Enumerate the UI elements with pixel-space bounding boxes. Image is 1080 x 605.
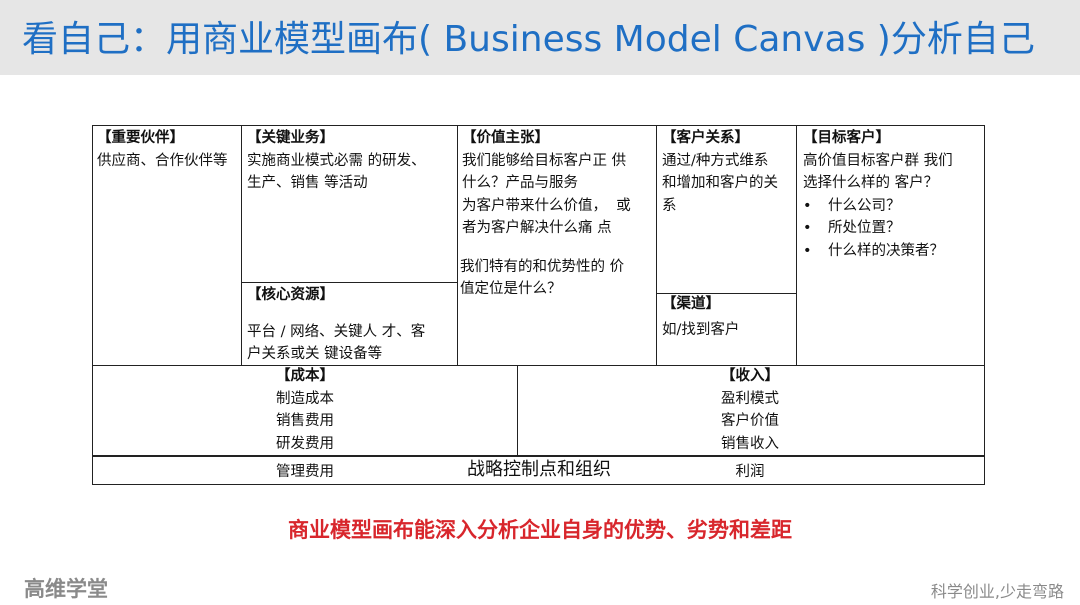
channels-cell: 【渠道】 如/找到客户	[662, 293, 795, 341]
revenue-item-3: 销售收入	[721, 435, 779, 452]
divider-value-relationships	[656, 125, 657, 365]
strategy-band-top	[92, 455, 985, 457]
tagline: 商业模型画布能深入分析企业自身的优势、劣势和差距	[288, 518, 792, 542]
brand-logo-text: 高维学堂	[24, 577, 108, 601]
segments-title: 【目标客户】	[803, 130, 890, 146]
value-line-3: 为客户带来什么价值， 或	[462, 197, 631, 214]
value-line-2: 什么？产品与服务	[462, 175, 578, 191]
segments-bullets: 什么公司？ 所处位置？ 什么样的决策者？	[803, 195, 981, 263]
value-line-4: 者为客户解决什么痛 点	[462, 220, 612, 236]
strategy-label: 战略控制点和组织	[467, 459, 611, 480]
divider-activities-value	[457, 125, 458, 365]
relationships-line-2: 和增加和客户的关	[662, 175, 778, 191]
canvas-border-bottom	[92, 484, 985, 485]
revenue-item-4: 利润	[735, 464, 765, 480]
partners-body: 供应商、合作伙伴等	[97, 152, 228, 169]
revenue-item-2: 客户价值	[721, 413, 779, 429]
divider-costs-revenue	[517, 365, 518, 457]
canvas-border-left	[92, 125, 93, 485]
canvas-border-top	[92, 125, 985, 126]
footer-slogan: 科学创业,少走弯路	[930, 582, 1064, 601]
divider-relationships-channels	[656, 293, 796, 294]
upper-lower-divider	[92, 365, 985, 366]
costs-title: 【成本】	[276, 368, 334, 384]
divider-partners-activities	[241, 125, 242, 365]
divider-relationships-segments	[796, 125, 797, 365]
value-cell: 【价值主张】 我们能够给目标客户正 供 什么？产品与服务 为客户带来什么价值， …	[460, 127, 654, 301]
costs-item-3: 研发费用	[276, 435, 334, 452]
value-title: 【价值主张】	[462, 130, 549, 146]
partners-cell: 【重要伙伴】 供应商、合作伙伴等	[97, 127, 239, 172]
revenue-cell: 【收入】 盈利模式 客户价值 销售收入	[700, 365, 800, 455]
segments-line-1: 高价值目标客户群 我们	[803, 152, 953, 169]
canvas-border-right	[984, 125, 985, 485]
channels-title: 【渠道】	[662, 296, 720, 312]
activities-cell: 【关键业务】 实施商业模式必需 的研发、 生产、销售 等活动	[247, 127, 453, 195]
page-title: 看自己：用商业模型画布( Business Model Canvas )分析自己	[22, 19, 1035, 60]
revenue-item-1: 盈利模式	[721, 390, 779, 407]
resources-title: 【核心资源】	[247, 287, 334, 303]
segments-bullet-1: 什么公司？	[803, 195, 981, 218]
relationships-line-3: 系	[662, 197, 677, 214]
resources-line-1: 平台 / 网络、关键人 才、客	[247, 323, 426, 340]
value-line-1: 我们能够给目标客户正 供	[462, 152, 627, 169]
activities-line-2: 生产、销售 等活动	[247, 175, 368, 191]
activities-title: 【关键业务】	[247, 130, 334, 146]
costs-item-4: 管理费用	[276, 464, 334, 480]
costs-item-1: 制造成本	[276, 390, 334, 407]
segments-bullet-2: 所处位置？	[803, 217, 981, 240]
segments-cell: 【目标客户】 高价值目标客户群 我们 选择什么样的 客户？ 什么公司？ 所处位置…	[803, 127, 981, 262]
relationships-title: 【客户关系】	[662, 130, 749, 146]
relationships-line-1: 通过/种方式维系	[662, 152, 769, 169]
resources-line-2: 户关系或关 键设备等	[247, 346, 383, 362]
value-line-6: 值定位是什么？	[460, 281, 562, 297]
title-bar: 看自己：用商业模型画布( Business Model Canvas )分析自己	[0, 0, 1080, 75]
segments-bullet-3: 什么样的决策者？	[803, 240, 981, 263]
partners-title: 【重要伙伴】	[97, 130, 184, 146]
relationships-cell: 【客户关系】 通过/种方式维系 和增加和客户的关 系	[662, 127, 795, 217]
activities-line-1: 实施商业模式必需 的研发、	[247, 152, 426, 169]
channels-body: 如/找到客户	[662, 321, 740, 338]
segments-line-2: 选择什么样的 客户？	[803, 175, 939, 191]
divider-activities-resources	[241, 282, 457, 283]
revenue-title: 【收入】	[721, 368, 779, 384]
resources-cell: 【核心资源】 平台 / 网络、关键人 才、客 户关系或关 键设备等	[247, 284, 453, 366]
costs-cell: 【成本】 制造成本 销售费用 研发费用	[255, 365, 355, 455]
value-line-5: 我们特有的和优势性的 价	[460, 258, 625, 275]
costs-item-2: 销售费用	[276, 413, 334, 429]
